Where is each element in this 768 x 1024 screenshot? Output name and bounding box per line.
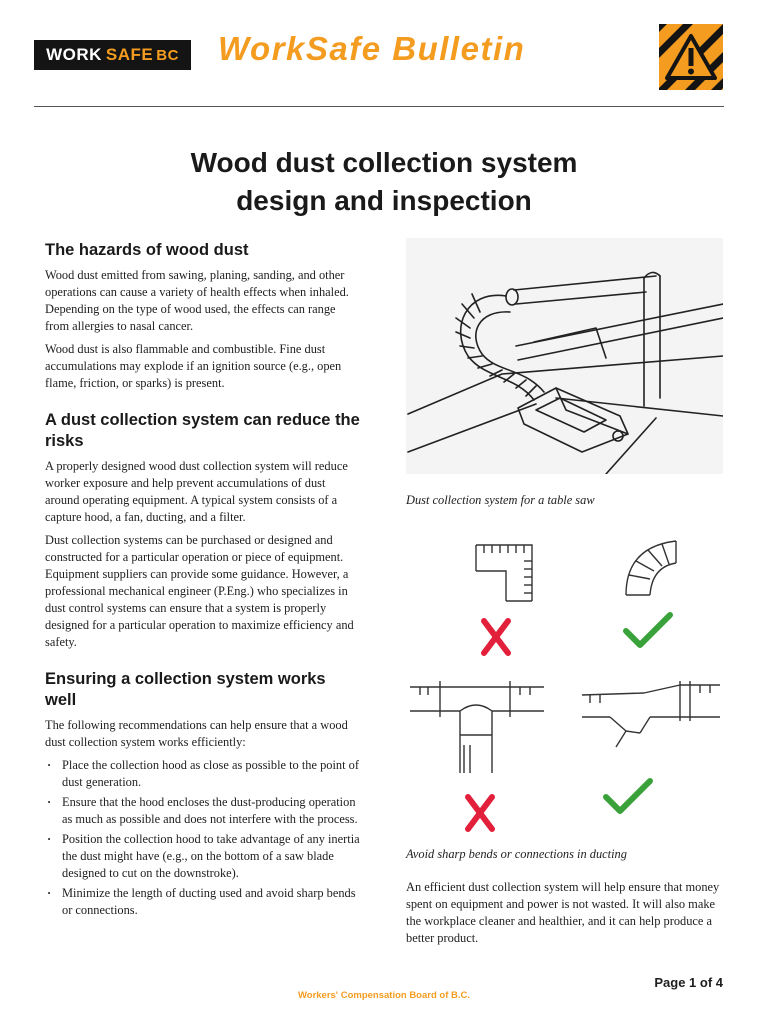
closing-paragraph: An efficient dust collection system will… (406, 880, 720, 945)
heading-reduce-risks: A dust collection system can reduce the … (45, 411, 360, 450)
list-item: Ensure that the hood encloses the dust-p… (45, 794, 360, 828)
heading-hazards: The hazards of wood dust (45, 241, 249, 259)
warning-triangle-icon (659, 24, 723, 90)
logo-safe-text: SAFE (105, 45, 154, 64)
reduce-paragraph-1: A properly designed wood dust collection… (45, 459, 348, 524)
reduce-paragraph-2: Dust collection systems can be purchased… (45, 533, 354, 649)
bulletin-title: WorkSafe Bulletin (218, 30, 526, 67)
footer-organization: Workers' Compensation Board of B.C. (297, 990, 471, 1001)
hazards-paragraph-1: Wood dust emitted from sawing, planing, … (45, 268, 349, 333)
document-title: Wood dust collection system design and i… (34, 144, 734, 220)
title-line-2: design and inspection (236, 185, 532, 216)
left-column: The hazards of wood dust Wood dust emitt… (45, 240, 360, 922)
heading-ensuring: Ensuring a collection system works well (45, 670, 326, 709)
page-number: Page 1 of 4 (654, 975, 723, 990)
caption-table-saw: Dust collection system for a table saw (406, 493, 595, 507)
list-item: Position the collection hood to take adv… (45, 831, 360, 882)
list-item: Minimize the length of ducting used and … (45, 885, 360, 919)
recommendations-list: Place the collection hood as close as po… (45, 757, 360, 919)
header-divider (34, 106, 724, 107)
worksafebc-logo: WORK SAFE BC (34, 40, 191, 70)
logo-bc-text: BC (156, 46, 179, 64)
logo-work-text: WORK (46, 45, 102, 64)
ensuring-intro: The following recommendations can help e… (45, 718, 348, 749)
hazards-paragraph-2: Wood dust is also flammable and combusti… (45, 342, 342, 390)
list-item: Place the collection hood as close as po… (45, 757, 360, 791)
caption-ducting: Avoid sharp bends or connections in duct… (406, 847, 627, 861)
ducting-bends-diagram (410, 540, 720, 832)
title-line-1: Wood dust collection system (190, 147, 578, 178)
table-saw-dust-collection-illustration (406, 238, 723, 474)
